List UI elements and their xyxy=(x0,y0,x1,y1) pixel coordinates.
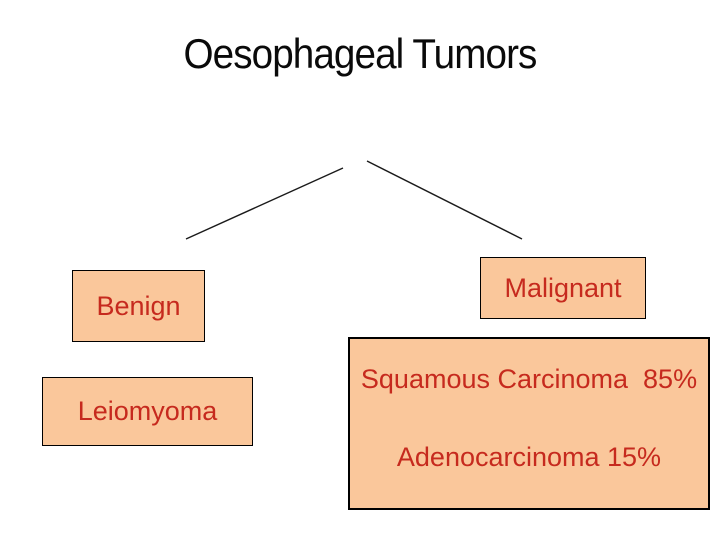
node-malignant-types: Squamous Carcinoma 85% Adenocarcinoma 15… xyxy=(348,337,710,510)
squamous-carcinoma-label: Squamous Carcinoma 85% xyxy=(360,364,698,394)
node-leiomyoma: Leiomyoma xyxy=(42,377,253,446)
adenocarcinoma-label: Adenocarcinoma 15% xyxy=(396,442,662,472)
slide-title: Oesophageal Tumors xyxy=(183,30,538,77)
branch-line-right xyxy=(366,160,523,240)
node-benign: Benign xyxy=(72,270,205,342)
malignant-label: Malignant xyxy=(504,272,622,303)
branch-line-left xyxy=(185,167,344,240)
benign-label: Benign xyxy=(96,290,181,321)
node-malignant: Malignant xyxy=(480,257,646,319)
leiomyoma-label: Leiomyoma xyxy=(77,396,218,426)
